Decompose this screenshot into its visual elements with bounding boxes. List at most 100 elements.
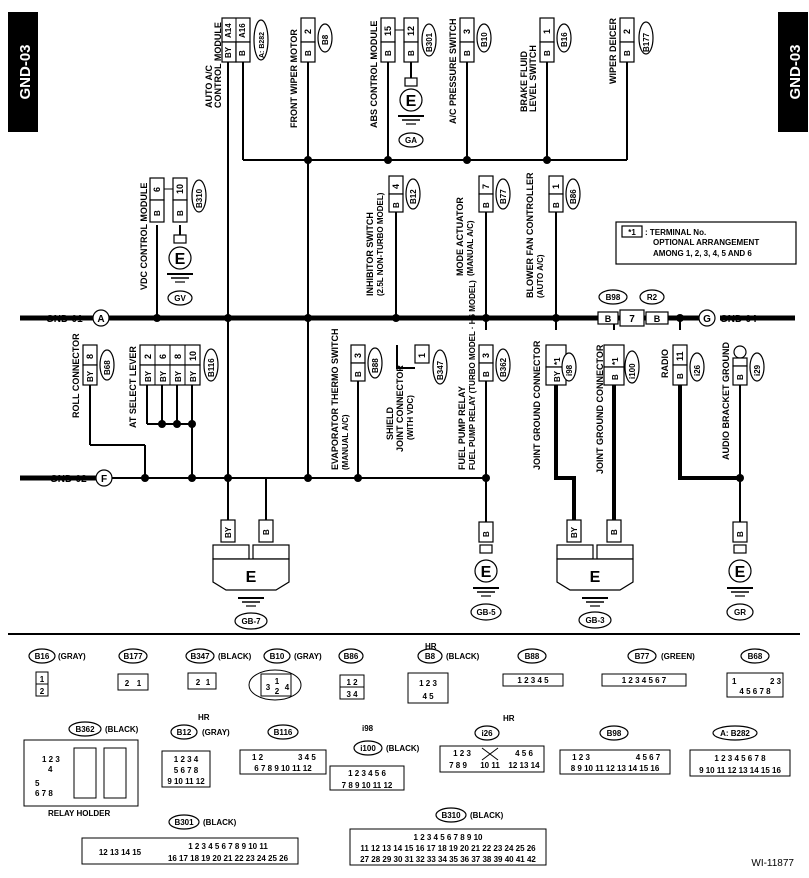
svg-text:(BLACK): (BLACK) xyxy=(218,652,252,661)
page-tab-left xyxy=(8,12,38,132)
b98-r2-connector: B 7 B B98 R2 xyxy=(597,289,669,327)
svg-text:CONTROL MODULE: CONTROL MODULE xyxy=(213,22,223,108)
svg-text:BY: BY xyxy=(553,370,562,382)
svg-text:2: 2 xyxy=(125,679,130,688)
svg-text:AT SELECT LEVER: AT SELECT LEVER xyxy=(128,346,138,428)
audio-bracket-ground: B AUDIO BRACKET GROUND i29 xyxy=(721,342,765,460)
svg-text:MODE ACTUATOR: MODE ACTUATOR xyxy=(455,197,465,276)
svg-text:B16: B16 xyxy=(35,652,50,661)
svg-text:BY: BY xyxy=(174,370,183,382)
svg-text:RELAY HOLDER: RELAY HOLDER xyxy=(48,809,110,818)
svg-text:B: B xyxy=(482,371,491,377)
svg-text:B362: B362 xyxy=(75,725,95,734)
ground-gr: B E GR xyxy=(726,521,754,621)
svg-text:10: 10 xyxy=(175,184,185,194)
svg-text:(BLACK): (BLACK) xyxy=(446,652,480,661)
svg-text:B: B xyxy=(676,373,685,379)
svg-text:B310: B310 xyxy=(441,811,461,820)
svg-text:12 13 14 15: 12 13 14 15 xyxy=(99,848,142,857)
svg-text:HR: HR xyxy=(198,713,210,722)
svg-text:B10: B10 xyxy=(270,652,285,661)
front-wiper-motor: 2 B FRONT WIPER MOTOR B8 xyxy=(289,17,333,128)
svg-text:HR: HR xyxy=(425,642,437,651)
svg-text:3: 3 xyxy=(353,353,363,358)
svg-text:2 3: 2 3 xyxy=(770,677,782,686)
svg-text:A16: A16 xyxy=(238,23,247,38)
svg-text:3: 3 xyxy=(481,353,491,358)
svg-text:FUEL PUMP RELAY: FUEL PUMP RELAY xyxy=(457,386,467,470)
svg-text:B347: B347 xyxy=(190,652,210,661)
svg-text:1: 1 xyxy=(40,675,45,684)
svg-text:1 2 3 4 5 6: 1 2 3 4 5 6 xyxy=(348,769,386,778)
svg-text:A14: A14 xyxy=(224,23,233,38)
ground-gb7: BY B E GB-7 xyxy=(212,519,290,630)
svg-text:i100: i100 xyxy=(628,363,637,379)
svg-text:JOINT CONNECTOR: JOINT CONNECTOR xyxy=(395,365,405,452)
svg-text:(BLACK): (BLACK) xyxy=(470,811,504,820)
svg-text:JOINT GROUND CONNECTOR: JOINT GROUND CONNECTOR xyxy=(532,340,542,470)
svg-text:i98: i98 xyxy=(565,364,574,376)
svg-text:B: B xyxy=(736,374,745,380)
svg-text:B347: B347 xyxy=(436,360,445,380)
svg-text:B: B xyxy=(384,50,393,56)
svg-text:4: 4 xyxy=(285,683,290,692)
svg-text:B: B xyxy=(407,50,416,56)
svg-text:B77: B77 xyxy=(499,189,508,204)
bus-g-marker xyxy=(698,309,716,327)
svg-text:1: 1 xyxy=(542,29,552,34)
shield-joint-connector: 1 SHIELD JOINT CONNECTOR (WITH VDC) B347 xyxy=(385,344,448,452)
svg-text:RADIO: RADIO xyxy=(660,349,670,378)
svg-text:SHIELD: SHIELD xyxy=(385,406,395,440)
svg-text:A/C PRESSURE SWITCH: A/C PRESSURE SWITCH xyxy=(448,18,458,124)
page-code-left: GND-03 xyxy=(17,44,34,99)
svg-text:B: B xyxy=(354,371,363,377)
svg-text:BY: BY xyxy=(144,370,153,382)
svg-text:12 13 14: 12 13 14 xyxy=(508,761,540,770)
svg-text:10 11: 10 11 xyxy=(480,761,500,770)
svg-text:3 4 5: 3 4 5 xyxy=(298,753,316,762)
svg-text:B: B xyxy=(392,202,401,208)
svg-text:B: B xyxy=(654,314,661,324)
svg-text:16 17 18 19 20 21 22 23 24 25: 16 17 18 19 20 21 22 23 24 25 26 xyxy=(168,854,289,863)
svg-text:B77: B77 xyxy=(635,652,650,661)
svg-text:i26: i26 xyxy=(481,729,493,738)
svg-text:BRAKE FLUID: BRAKE FLUID xyxy=(519,51,529,112)
svg-text:BLOWER FAN CONTROLLER: BLOWER FAN CONTROLLER xyxy=(525,172,535,298)
svg-text:1 2 3: 1 2 3 xyxy=(42,755,60,764)
svg-text:B98: B98 xyxy=(607,729,622,738)
svg-text:*1: *1 xyxy=(553,357,562,365)
svg-text:BY: BY xyxy=(570,526,579,538)
svg-text:B8: B8 xyxy=(425,652,436,661)
gnd02-label: GND-02 xyxy=(50,474,87,485)
svg-text:B310: B310 xyxy=(195,188,204,208)
svg-text:OPTIONAL ARRANGEMENT: OPTIONAL ARRANGEMENT xyxy=(653,238,759,247)
svg-text:R2: R2 xyxy=(647,293,658,302)
svg-text:GB-7: GB-7 xyxy=(241,617,261,626)
svg-text:11 12 13 14 15 16 17 18 19 20: 11 12 13 14 15 16 17 18 19 20 21 22 23 2… xyxy=(360,844,536,853)
svg-text:GR: GR xyxy=(734,608,746,617)
svg-text:(BLACK): (BLACK) xyxy=(386,744,420,753)
svg-text:B12: B12 xyxy=(177,728,192,737)
svg-text:A: B282: A: B282 xyxy=(720,729,750,738)
svg-text:27 28 29 30 31 32 33 34 35 36: 27 28 29 30 31 32 33 34 35 36 37 38 39 4… xyxy=(360,855,536,864)
svg-text:2: 2 xyxy=(143,354,153,359)
svg-text:6: 6 xyxy=(152,187,162,192)
svg-text:BY: BY xyxy=(189,370,198,382)
svg-text:1: 1 xyxy=(732,677,737,686)
joint-ground-connector-i100: *1 B JOINT GROUND CONNECTOR i100 xyxy=(595,344,640,474)
svg-text:9 10 11 12 13 14 15 16: 9 10 11 12 13 14 15 16 xyxy=(699,766,781,775)
auto-ac-control-module: A14 A16 BY B AUTO A/C CONTROL MODULE A: … xyxy=(204,17,269,108)
svg-text:BY: BY xyxy=(159,370,168,382)
svg-text:7: 7 xyxy=(481,184,491,189)
svg-text:A: B282: A: B282 xyxy=(259,32,266,58)
svg-text:WIPER DEICER: WIPER DEICER xyxy=(608,17,618,84)
svg-text:(AUTO A/C): (AUTO A/C) xyxy=(536,254,545,298)
junction-dots xyxy=(141,156,744,482)
svg-text:6: 6 xyxy=(158,354,168,359)
svg-text:B301: B301 xyxy=(174,818,194,827)
svg-text:E: E xyxy=(481,564,492,581)
svg-text:6 7 8: 6 7 8 xyxy=(35,789,53,798)
svg-text:B8: B8 xyxy=(321,34,330,45)
wiper-deicer: 2 B WIPER DEICER B177 xyxy=(608,17,654,84)
svg-text:B116: B116 xyxy=(274,728,293,737)
